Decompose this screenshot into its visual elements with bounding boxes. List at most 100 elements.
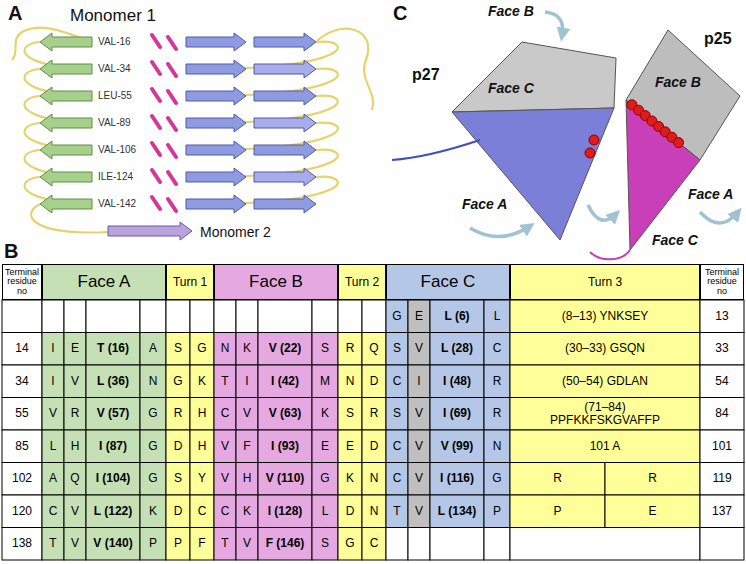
table-cell: 84 — [700, 398, 744, 431]
table-cell-bg — [2, 495, 42, 528]
beta-strand-monomer2 — [254, 60, 316, 78]
table-cell-bg — [312, 463, 338, 496]
table-cell-bg — [190, 333, 214, 366]
table-cell-bg — [430, 333, 484, 366]
header-text: Face B — [249, 273, 303, 291]
table-cell-bg — [605, 495, 700, 528]
table-cell-bg — [430, 528, 484, 561]
table-cell-bg — [700, 333, 744, 366]
table-cell-bg — [140, 365, 166, 398]
table-cell-bg — [605, 463, 700, 496]
table-cell-bg — [312, 495, 338, 528]
table-cell: E — [338, 430, 362, 463]
table-cell: V (99) — [430, 430, 484, 463]
table-cell: N — [338, 365, 362, 398]
table-cell: V — [64, 365, 86, 398]
table-cell: L — [484, 300, 510, 333]
residue-label: VAL-89 — [98, 117, 131, 129]
table-cell-bg — [42, 528, 64, 561]
table-cell: I (128) — [258, 495, 312, 528]
rotation-arrow — [700, 212, 738, 223]
table-cell: K — [338, 463, 362, 496]
residue-sphere — [585, 148, 595, 158]
table-cell-bg — [42, 333, 64, 366]
loop-top — [12, 27, 92, 60]
table-cell-bg — [86, 430, 140, 463]
table-cell: V (110) — [258, 463, 312, 496]
table-cell-bg — [166, 365, 190, 398]
table-cell: Q — [362, 333, 386, 366]
table-cell: P — [140, 528, 166, 561]
table-cell-bg — [140, 495, 166, 528]
table-cell-bg — [258, 528, 312, 561]
table-cell-bg — [214, 495, 236, 528]
table-cell: 101 — [700, 430, 744, 463]
beta-strand-monomer2 — [254, 114, 316, 132]
table-cell: 55 — [2, 398, 42, 431]
table-cell-bg — [64, 463, 86, 496]
table-header-cell: Turn 1 — [166, 264, 214, 300]
table-cell-bg — [236, 528, 258, 561]
table-cell-bg — [338, 300, 362, 333]
table-cell-bg — [190, 398, 214, 431]
prism-face-magenta — [626, 100, 700, 250]
table-cell-bg — [258, 398, 312, 431]
table-cell-bg — [386, 300, 408, 333]
table-cell-bg — [86, 463, 140, 496]
residue-label: VAL-34 — [98, 63, 131, 75]
table-cell: L — [312, 495, 338, 528]
table-cell-bg — [86, 300, 140, 333]
residue-sphere — [589, 135, 599, 145]
table-cell: D — [338, 495, 362, 528]
face-label: Face A — [462, 196, 507, 212]
table-cell-bg — [42, 365, 64, 398]
table-cell-bg — [510, 398, 700, 431]
table-header-cell: Turn 3 — [510, 264, 700, 300]
beta-strand-monomer1 — [40, 114, 92, 132]
side-chain-stick — [168, 172, 176, 184]
table-cell-bg — [2, 430, 42, 463]
face-label: Face B — [488, 3, 534, 19]
table-cell-bg — [408, 300, 430, 333]
table-cell-bg — [236, 398, 258, 431]
header-text: Face A — [78, 273, 131, 291]
table-cell-bg — [700, 528, 744, 561]
beta-strand-monomer2 — [108, 222, 192, 240]
table-cell: G — [140, 463, 166, 496]
table-cell-bg — [64, 528, 86, 561]
table-cell-bg — [362, 365, 386, 398]
table-cell-bg — [2, 365, 42, 398]
table-cell-bg — [408, 333, 430, 366]
table-cell-bg — [166, 495, 190, 528]
protein-dimer-ribbon — [12, 27, 373, 240]
table-cell-bg — [236, 300, 258, 333]
table-cell-bg — [386, 333, 408, 366]
rotation-arrow — [545, 12, 563, 36]
table-cell-bg — [386, 463, 408, 496]
table-cell-bg — [312, 398, 338, 431]
table-cell: P — [510, 495, 605, 528]
rotation-arrow — [470, 226, 530, 237]
header-text: Face C — [421, 273, 476, 291]
beta-strand-monomer2 — [186, 33, 246, 51]
table-cell: K — [236, 495, 258, 528]
table-cell-bg — [362, 398, 386, 431]
table-cell: S — [386, 333, 408, 366]
side-chain-stick — [168, 199, 176, 211]
table-cell-bg — [166, 300, 190, 333]
side-chain-stick — [152, 143, 160, 155]
side-chain-stick — [152, 89, 160, 101]
protein-label: p27 — [412, 66, 440, 84]
table-cell: 137 — [700, 495, 744, 528]
table-cell-bg — [214, 300, 236, 333]
table-cell: T — [42, 528, 64, 561]
residue-label: VAL-142 — [98, 198, 136, 210]
table-cell: F — [236, 430, 258, 463]
table-cell: C — [386, 365, 408, 398]
table-cell-bg — [166, 528, 190, 561]
table-cell: 138 — [2, 528, 42, 561]
table-cell: A — [42, 463, 64, 496]
beta-strand-monomer1 — [40, 168, 92, 186]
table-header-cell: Turn 2 — [338, 264, 386, 300]
